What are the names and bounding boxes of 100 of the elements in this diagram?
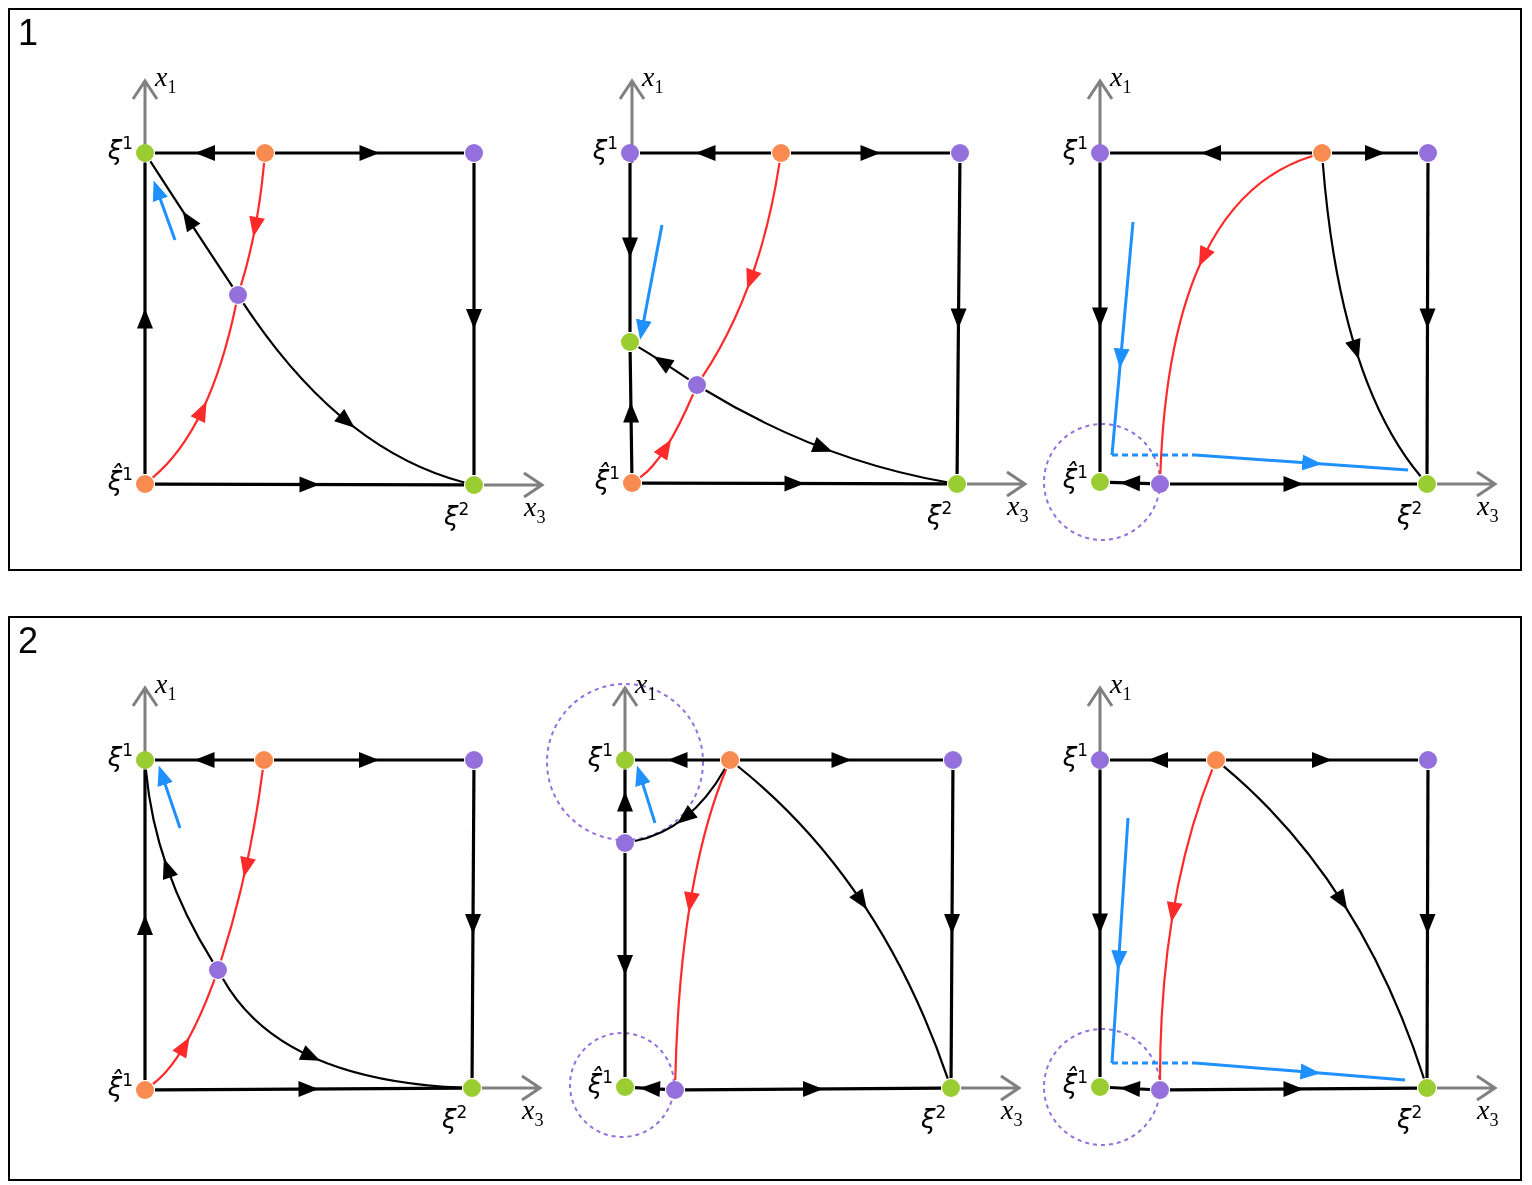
fixed-point-dot xyxy=(666,1081,684,1099)
flow-arrow xyxy=(274,752,464,768)
point-label: ξ̂$^{1}$ xyxy=(107,1068,133,1100)
trajectory-curve xyxy=(220,769,264,961)
fixed-point-dot xyxy=(1091,473,1109,491)
axis-label: x$_{3}$ xyxy=(1477,492,1499,525)
flow-arrow xyxy=(1092,770,1108,1077)
fixed-point-dot xyxy=(209,961,227,979)
fixed-point-dot xyxy=(772,144,790,162)
fixed-point-dot xyxy=(621,144,639,162)
fixed-point-dot xyxy=(951,144,969,162)
point-label: ξ$^{2}$ xyxy=(442,1101,468,1132)
trajectory-curve xyxy=(144,769,214,963)
point-label: ξ$^{1}$ xyxy=(107,739,133,770)
fixed-point-dot xyxy=(1419,751,1437,769)
trajectory-curve xyxy=(638,346,690,381)
panel-number: 2 xyxy=(18,620,39,662)
trajectory-curve xyxy=(639,393,695,479)
axis-label: x$_{1}$ xyxy=(1110,670,1132,703)
fixed-point-dot xyxy=(944,751,962,769)
fixed-point-dot xyxy=(721,751,739,769)
axis-label: x$_{1}$ xyxy=(155,670,177,703)
fixed-point-dot xyxy=(136,144,154,162)
fixed-point-dot xyxy=(1091,751,1109,769)
fixed-point-dot xyxy=(1419,144,1437,162)
axis-label: x$_{1}$ xyxy=(155,63,177,96)
panel-frame xyxy=(8,8,1522,571)
point-label: ξ̂$^{1}$ xyxy=(1062,1065,1088,1097)
trajectory-curve xyxy=(149,160,234,288)
trajectory-curve xyxy=(1158,768,1214,1080)
fixed-point-dot xyxy=(136,751,154,769)
flow-arrow xyxy=(1092,163,1108,472)
point-label: ξ$^{2}$ xyxy=(927,497,953,528)
axis-label: x$_{3}$ xyxy=(522,1096,544,1129)
flow-arrow xyxy=(1170,1081,1417,1098)
fixed-point-dot xyxy=(136,475,154,493)
fixed-point-dot xyxy=(942,1079,960,1097)
flow-arrow xyxy=(791,145,950,161)
axis-label: x$_{3}$ xyxy=(1477,1096,1499,1129)
flow-arrow xyxy=(622,163,638,332)
flow-arrow xyxy=(1419,163,1436,474)
fixed-point-dot xyxy=(255,751,273,769)
flow-arrow xyxy=(275,145,464,161)
flow-arrow xyxy=(950,163,967,474)
flow-arrow xyxy=(465,770,482,1078)
flow-arrow xyxy=(1332,145,1418,161)
fixed-point-dot xyxy=(256,144,274,162)
fixed-point-dot xyxy=(1418,1079,1436,1097)
point-label: ξ$^{1}$ xyxy=(107,132,133,163)
point-label: ξ$^{1}$ xyxy=(587,739,613,770)
trajectory-curve xyxy=(701,162,781,378)
fixed-point-dot xyxy=(623,474,641,492)
point-label: ξ̂$^{1}$ xyxy=(107,462,133,494)
flow-arrow xyxy=(617,853,633,1077)
axis-label: x$_{3}$ xyxy=(1001,1096,1023,1129)
fixed-point-dot xyxy=(616,1078,634,1096)
fixed-point-dot xyxy=(465,144,483,162)
flow-arrow xyxy=(1109,1081,1151,1097)
flow-arrow xyxy=(137,770,153,1080)
fixed-point-dot xyxy=(1207,751,1225,769)
flow-arrow xyxy=(155,752,254,768)
fixed-point-dot xyxy=(136,1081,154,1099)
trajectory-curve xyxy=(1321,162,1422,477)
point-label: ξ$^{2}$ xyxy=(1397,1101,1423,1132)
panel-number: 1 xyxy=(18,12,39,54)
point-label: ξ$^{2}$ xyxy=(921,1101,947,1132)
flow-arrow xyxy=(1170,476,1417,492)
point-label: ξ̂$^{1}$ xyxy=(594,461,620,493)
fixed-point-dot xyxy=(621,333,639,351)
trajectory-curve xyxy=(737,765,949,1079)
fixed-point-dot xyxy=(1418,475,1436,493)
flow-arrow xyxy=(740,752,943,768)
point-label: ξ$^{1}$ xyxy=(1062,739,1088,770)
fixed-point-dot xyxy=(463,1079,481,1097)
axis-label: x$_{1}$ xyxy=(635,670,657,703)
flow-arrow xyxy=(642,475,947,492)
trajectory-curve xyxy=(1159,154,1313,475)
fixed-point-dot xyxy=(1091,1078,1109,1096)
trajectory-curve xyxy=(634,768,726,843)
flow-arrow xyxy=(1226,752,1418,768)
trajectory-curve xyxy=(705,389,948,484)
flow-arrow xyxy=(1110,752,1206,768)
flow-arrow xyxy=(1109,475,1151,492)
flow-arrow xyxy=(617,770,633,833)
trajectory-curve xyxy=(242,302,465,484)
axis-label: x$_{1}$ xyxy=(642,63,664,96)
fixed-point-dot xyxy=(1151,1081,1169,1099)
point-label: ξ̂$^{1}$ xyxy=(1062,460,1088,492)
flow-arrow xyxy=(1419,770,1436,1078)
flow-arrow xyxy=(685,1081,941,1098)
flow-arrow xyxy=(635,752,720,768)
axis-label: x$_{3}$ xyxy=(524,493,546,526)
flow-arrow xyxy=(634,1081,666,1098)
flow-arrow xyxy=(466,163,482,475)
flow-arrow xyxy=(944,770,961,1078)
flow-arrow xyxy=(623,351,640,474)
flow-arrow xyxy=(1110,145,1312,161)
fixed-point-dot xyxy=(465,751,483,769)
fixed-point-dot xyxy=(1313,144,1331,162)
fixed-point-dot xyxy=(948,475,966,493)
